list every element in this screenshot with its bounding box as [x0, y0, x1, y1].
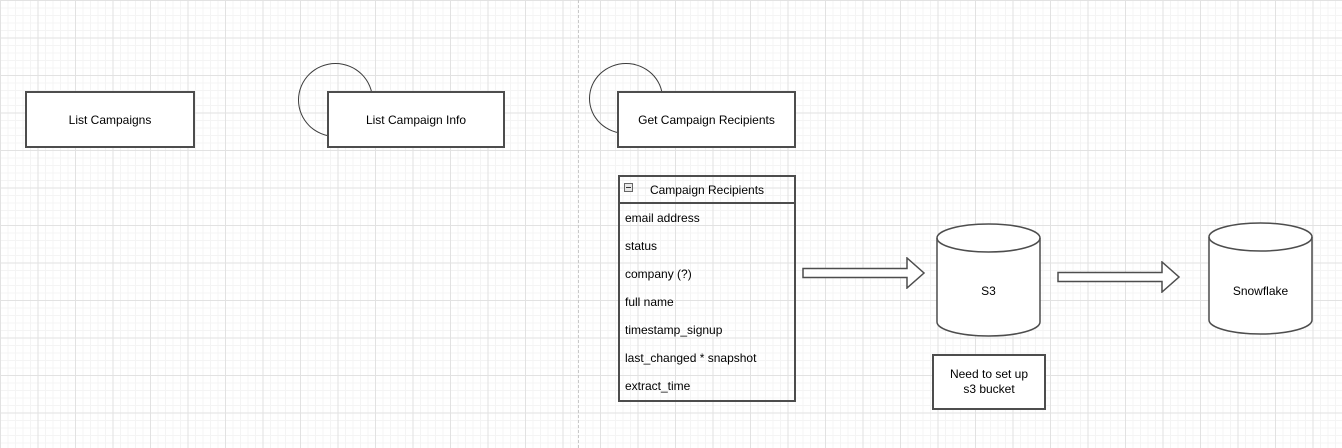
table-row[interactable]: status [620, 232, 794, 260]
node-list-campaigns-label: List Campaigns [68, 112, 152, 127]
page-boundary-divider [578, 0, 579, 448]
table-body: email address status company (?) full na… [620, 204, 794, 400]
snowflake-label: Snowflake [1232, 284, 1289, 298]
node-list-campaigns[interactable]: List Campaigns [25, 91, 195, 148]
arrow-s3-to-snowflake[interactable] [1057, 261, 1181, 293]
table-header: Campaign Recipients [620, 177, 794, 204]
collapse-minus-icon[interactable] [624, 183, 633, 192]
node-get-campaign-recipients[interactable]: Get Campaign Recipients [617, 91, 796, 148]
arrow-table-to-s3[interactable] [802, 257, 926, 289]
table-row-label: full name [625, 295, 674, 309]
table-row-label: timestamp_signup [625, 323, 723, 337]
note-s3-bucket-label: Need to set up s3 bucket [949, 367, 1029, 396]
table-campaign-recipients[interactable]: Campaign Recipients email address status… [618, 175, 796, 402]
table-title: Campaign Recipients [649, 182, 765, 197]
table-row-label: last_changed * snapshot [625, 351, 757, 365]
node-list-campaign-info-label: List Campaign Info [365, 112, 467, 127]
table-row[interactable]: extract_time [620, 372, 794, 400]
table-row[interactable]: email address [620, 204, 794, 232]
table-row[interactable]: timestamp_signup [620, 316, 794, 344]
s3-label: S3 [981, 284, 996, 298]
table-row[interactable]: full name [620, 288, 794, 316]
node-get-campaign-recipients-label: Get Campaign Recipients [638, 112, 775, 127]
s3-cylinder-shape[interactable] [936, 223, 1041, 337]
table-row-label: extract_time [625, 379, 691, 393]
table-row[interactable]: company (?) [620, 260, 794, 288]
snowflake-cylinder-shape[interactable] [1208, 222, 1313, 335]
node-list-campaign-info[interactable]: List Campaign Info [327, 91, 505, 148]
table-row[interactable]: last_changed * snapshot [620, 344, 794, 372]
table-row-label: company (?) [625, 267, 692, 281]
table-row-label: email address [625, 211, 700, 225]
note-s3-bucket[interactable]: Need to set up s3 bucket [932, 354, 1046, 410]
table-row-label: status [625, 239, 658, 253]
